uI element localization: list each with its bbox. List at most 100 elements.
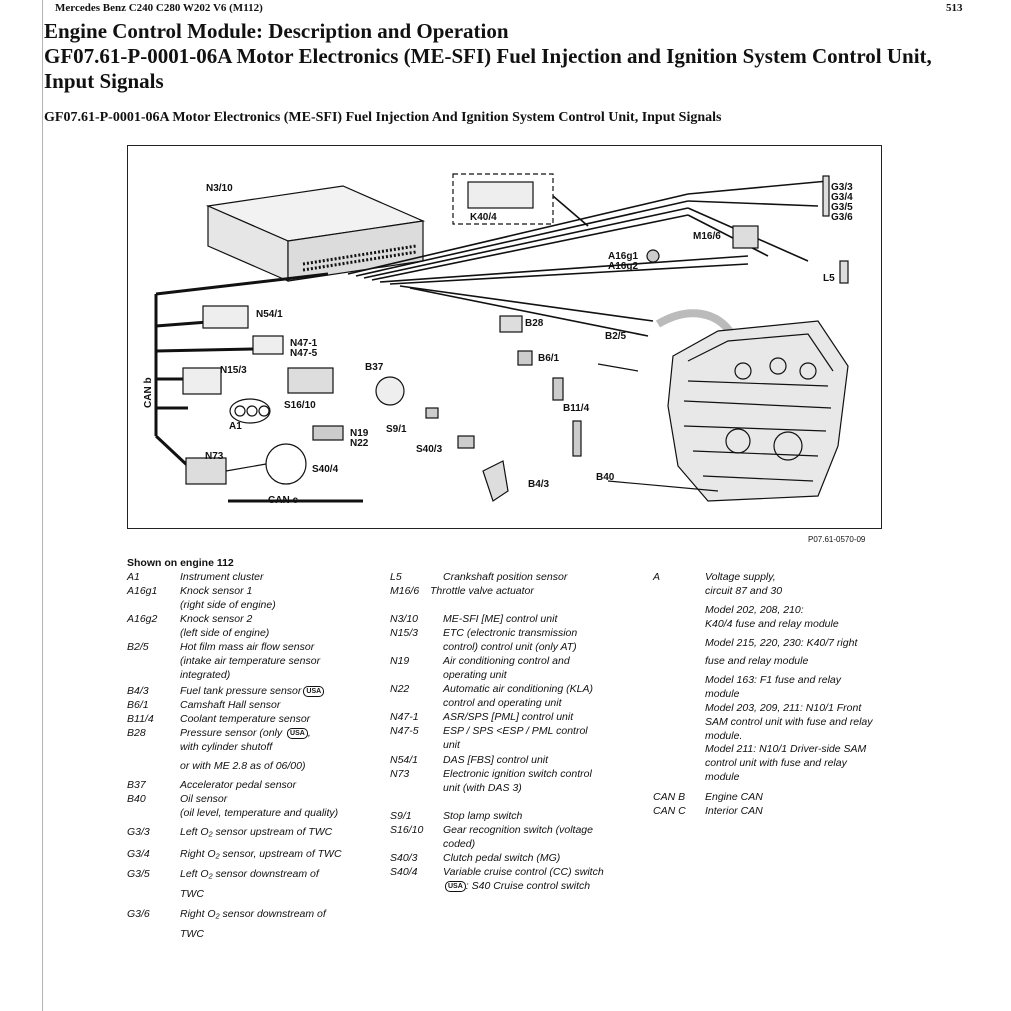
label-g3-6: G3/6 [831, 212, 853, 223]
legend-code: A1 [127, 571, 140, 583]
legend-desc: module [705, 771, 740, 783]
air-intake-drawing [655, 309, 737, 339]
legend-desc: SAM control unit with fuse and relay [705, 716, 873, 728]
label-a16g2: A16g2 [608, 261, 638, 272]
label-s16-10: S16/10 [284, 400, 316, 411]
legend-desc: Instrument cluster [180, 571, 264, 583]
legend-desc: (oil level, temperature and quality) [180, 807, 339, 819]
legend-desc: control and operating unit [443, 697, 562, 709]
label-n19: N19 [350, 428, 369, 439]
throttle-actuator-drawing [732, 225, 759, 249]
legend-desc: with cylinder shutoff [180, 741, 273, 753]
legend-desc: Engine CAN [705, 791, 763, 803]
legend-desc: Automatic air conditioning (KLA) [443, 683, 593, 695]
legend-desc: (intake air temperature sensor [180, 655, 321, 667]
steering-wheel-drawing [265, 443, 307, 485]
label-n3-10: N3/10 [206, 183, 233, 194]
legend-desc: control unit with fuse and relay [705, 757, 847, 769]
legend-desc: Electronic ignition switch control [443, 768, 592, 780]
label-b4-3: B4/3 [528, 479, 550, 490]
das-module-drawing [202, 305, 249, 329]
title-line-1: Engine Control Module: Description and O… [44, 19, 509, 43]
label-g3-3: G3/3 [831, 182, 853, 193]
legend-desc: Left O₂ sensor downstream of [180, 868, 319, 880]
legend-desc: Variable cruise control (CC) switch [443, 866, 604, 878]
can-b-bus [154, 272, 329, 468]
legend-code: A16g1 [127, 585, 158, 597]
legend-code: B40 [127, 793, 146, 805]
usa-badge-icon: USA [303, 685, 325, 697]
label-can-b: CAN b [143, 377, 154, 408]
etc-module-drawing [182, 367, 222, 395]
usa-badge-icon: USA [445, 880, 466, 892]
label-s9-1: S9/1 [386, 424, 407, 435]
legend-desc: Knock sensor 1 [180, 585, 253, 597]
legend-desc: Coolant temperature sensor [180, 713, 311, 725]
legend-code: B6/1 [127, 699, 149, 711]
legend-code: N54/1 [390, 754, 419, 766]
pressure-sensor-drawing [499, 315, 523, 333]
asr-module-drawing [252, 335, 284, 355]
legend-code: L5 [390, 571, 402, 583]
legend-desc: coded) [443, 838, 476, 850]
label-can-c: CAN c [268, 495, 298, 506]
legend-code: N22 [390, 683, 410, 695]
page-number: 513 [946, 2, 963, 14]
engine-diagram: N3/10 K40/4 G3/3 G3/4 G3/5 G3/6 M16/6 A1… [127, 145, 882, 529]
label-s40-4: S40/4 [312, 464, 339, 475]
legend-column-1: A1 Instrument cluster A16g1 Knock sensor 1… [127, 571, 342, 940]
label-k40-4: K40/4 [470, 212, 497, 223]
legend-desc: Right O₂ sensor, upstream of TWC [180, 848, 342, 860]
fuel-pressure-sensor-drawing [482, 460, 509, 502]
label-b40: B40 [596, 472, 615, 483]
wiring-harness [347, 180, 829, 337]
legend-code: M16/6 [390, 585, 420, 597]
title-line-2: GF07.61-P-0001-06A Motor Electronics (ME… [44, 44, 932, 68]
legend-desc: ME-SFI [ME] control unit [443, 613, 558, 625]
ecu-box-drawing [205, 185, 426, 282]
legend-code: B28 [127, 727, 146, 739]
legend-code: N3/10 [390, 613, 419, 625]
label-l5: L5 [823, 273, 835, 284]
label-g3-4: G3/4 [831, 192, 853, 203]
legend-desc: module [705, 688, 740, 700]
legend-desc: Pressure sensor (only [180, 727, 286, 739]
oil-sensor-drawing [572, 420, 582, 457]
legend-desc: TWC [180, 928, 204, 940]
legend-desc: ETC (electronic transmission [443, 627, 578, 639]
ac-control-drawing [312, 425, 344, 441]
legend-desc: TWC [180, 888, 204, 900]
legend-code: G3/3 [127, 826, 150, 838]
legend-desc: control) control unit (only AT) [443, 641, 577, 653]
accelerator-pedal-drawing [375, 376, 405, 406]
legend-desc: Model 203, 209, 211: N10/1 Front [705, 702, 862, 714]
legend-code: A16g2 [127, 613, 158, 625]
legend-code: CAN B [653, 791, 686, 803]
legend-desc: fuse and relay module [705, 655, 809, 667]
legend-desc: Model 215, 220, 230: K40/7 right [705, 637, 858, 649]
legend-desc: Model 202, 208, 210: [705, 604, 804, 616]
legend-desc: (right side of engine) [180, 599, 276, 611]
legend-desc: module. [705, 730, 743, 742]
left-margin-rule [42, 0, 43, 1011]
legend-desc: Crankshaft position sensor [443, 571, 568, 583]
legend-desc: operating unit [443, 669, 507, 681]
instrument-cluster-drawing [229, 398, 271, 424]
label-b37: B37 [365, 362, 384, 373]
label-m16-6: M16/6 [693, 231, 721, 242]
legend-code: G3/4 [127, 848, 150, 860]
legend-desc: Clutch pedal switch (MG) [443, 852, 561, 864]
legend-desc: Right O₂ sensor downstream of [180, 908, 326, 920]
label-b28: B28 [525, 318, 544, 329]
label-b11-4: B11/4 [563, 403, 590, 414]
legend-code: G3/5 [127, 868, 150, 880]
legend-code: N47-1 [390, 711, 419, 723]
figure-caption: GF07.61-P-0001-06A Motor Electronics (ME… [44, 110, 722, 125]
label-s40-3: S40/3 [416, 444, 443, 455]
legend-desc: : S40 Cruise control switch [465, 880, 591, 892]
legend-title: Shown on engine 112 [127, 557, 234, 569]
legend-code: N47-5 [390, 725, 419, 737]
page-title: Engine Control Module: Description and O… [44, 19, 1004, 94]
